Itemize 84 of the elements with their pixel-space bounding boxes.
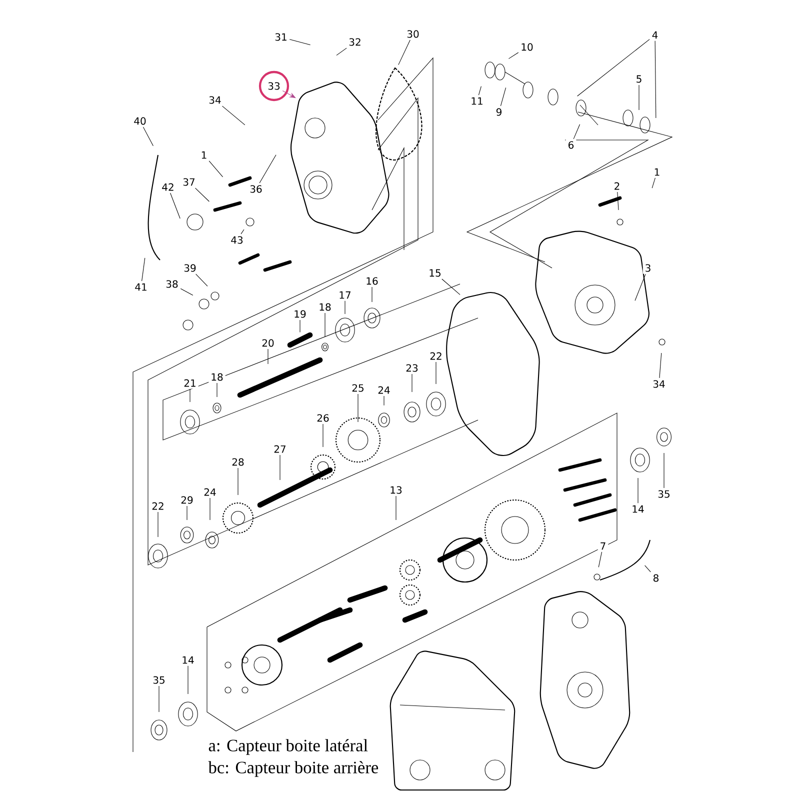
leader-line — [398, 40, 410, 66]
leader-line — [186, 506, 188, 520]
callout-number: 35 — [150, 674, 168, 686]
callout-number: 38 — [164, 278, 180, 290]
legend-note: bc: Capteur boite arrière — [208, 761, 378, 777]
leader-line — [577, 39, 650, 96]
callout-number: 22 — [150, 500, 166, 512]
leader-line — [158, 686, 160, 712]
leader-line — [442, 278, 460, 295]
callout-number: 23 — [404, 362, 420, 374]
callout-number: 18 — [208, 371, 226, 383]
callout-number: 29 — [178, 494, 196, 506]
callout-number: 34 — [206, 94, 224, 106]
leader-line — [259, 154, 276, 184]
callout-number: 1 — [198, 149, 210, 161]
callout-number: 14 — [180, 654, 196, 666]
leader-line — [654, 40, 656, 118]
callout-number: 32 — [346, 36, 364, 48]
leader-line — [322, 424, 324, 448]
callout-number: 30 — [404, 28, 422, 40]
callout-number: 21 — [182, 377, 198, 389]
leader-line — [659, 352, 662, 378]
leader-line — [195, 188, 210, 202]
leader-line — [289, 39, 311, 46]
callout-number: 18 — [316, 301, 334, 313]
leader-line — [500, 87, 506, 106]
callout-number: 17 — [336, 289, 354, 301]
callout-number: 43 — [228, 234, 246, 246]
callout-number: 25 — [350, 382, 366, 394]
leader-line — [344, 300, 346, 314]
callout-number: 10 — [518, 41, 536, 53]
leader-line — [617, 192, 619, 210]
legend-note: a: Capteur boite latéral — [208, 739, 368, 755]
callout-number: 27 — [272, 443, 288, 455]
callout-number: 31 — [272, 31, 290, 43]
callout-number: 20 — [260, 337, 276, 349]
leader-line — [240, 229, 244, 234]
callout-number: 6 — [566, 139, 576, 151]
callout-number: 9 — [494, 106, 504, 118]
leader-line — [222, 106, 246, 126]
callout-number: 35 — [656, 488, 672, 500]
callout-number: 13 — [388, 484, 404, 496]
leader-line — [573, 124, 580, 140]
callout-number: 4 — [650, 29, 660, 41]
callout-number: 19 — [292, 308, 308, 320]
leader-line — [478, 86, 482, 96]
callout-number: 24 — [202, 486, 218, 498]
callout-number: 40 — [132, 115, 148, 127]
leader-line — [634, 274, 646, 301]
leader-line — [142, 126, 154, 146]
leader-line — [508, 52, 519, 59]
callout-number: 15 — [426, 267, 444, 279]
leader-line — [196, 274, 208, 286]
callout-number: 24 — [376, 384, 392, 396]
callout-number: 22 — [428, 350, 444, 362]
callout-number: 36 — [248, 183, 264, 195]
callout-number: 26 — [314, 412, 332, 424]
callout-number: 3 — [642, 262, 654, 274]
leader-line — [208, 160, 224, 178]
callout-number: 11 — [468, 95, 486, 107]
callout-number: 37 — [180, 176, 198, 188]
leader-line — [142, 258, 146, 282]
callout-number: 7 — [598, 540, 608, 552]
callout-number: 1 — [652, 166, 662, 178]
leader-line — [170, 192, 180, 219]
leader-line — [598, 552, 602, 568]
callout-number: 41 — [132, 281, 150, 293]
callout-number: 5 — [634, 73, 644, 85]
leader-line — [180, 288, 194, 296]
callout-number: 33 — [266, 80, 282, 92]
leader-line — [336, 48, 347, 56]
callout-number: 16 — [364, 275, 380, 287]
callout-number: 14 — [630, 503, 646, 515]
leader-line — [216, 382, 218, 398]
callout-number: 39 — [182, 262, 198, 274]
leader-line — [638, 84, 640, 110]
leader-line — [652, 178, 656, 188]
leader-line — [644, 565, 651, 572]
callout-number: 28 — [230, 456, 246, 468]
callout-number: 34 — [650, 378, 668, 390]
callout-number: 8 — [650, 572, 662, 584]
leader-line — [324, 312, 326, 338]
callout-number: 42 — [160, 181, 176, 193]
callout-number: 2 — [612, 180, 622, 192]
